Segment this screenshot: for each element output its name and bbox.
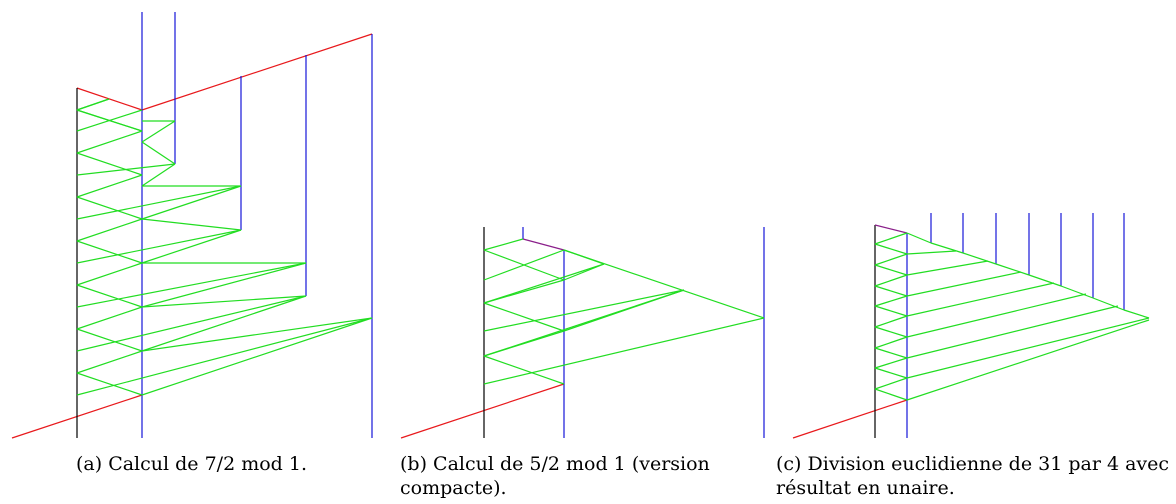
baseline-line <box>400 383 565 439</box>
signal-path <box>874 264 908 276</box>
signal-path <box>906 282 1055 317</box>
signal-path <box>76 109 143 132</box>
signal-path <box>1123 309 1150 319</box>
signal-path <box>906 317 1150 379</box>
signal-path <box>874 232 908 245</box>
signal-path <box>874 253 908 266</box>
signal-path <box>906 271 1022 297</box>
signal-path <box>995 263 1030 276</box>
diagram-canvas <box>11 12 1150 439</box>
signal-path <box>76 317 373 396</box>
signal-path <box>76 229 242 264</box>
signal-path <box>874 326 908 338</box>
signal-path <box>563 289 685 332</box>
diagram-a <box>11 12 373 439</box>
signal-path <box>141 295 307 308</box>
signal-path <box>141 163 176 187</box>
signal-path <box>906 319 1150 401</box>
signal-path <box>906 260 989 276</box>
signal-path <box>76 218 143 242</box>
top-line <box>76 87 143 111</box>
signal-path <box>563 263 605 281</box>
signal-path <box>141 262 307 308</box>
signal-path <box>906 250 957 255</box>
signal-path <box>1060 285 1094 299</box>
signal-path <box>141 218 242 231</box>
signal-path <box>76 350 143 374</box>
signal-path <box>76 174 143 198</box>
signal-path <box>76 295 307 352</box>
signal-path <box>874 347 908 359</box>
signal-path <box>906 232 932 244</box>
signal-path <box>483 249 565 281</box>
caption-c: (c) Division euclidienne de 31 par 4 ave… <box>776 453 1170 499</box>
signal-path <box>962 252 997 265</box>
signal-path <box>141 141 176 165</box>
signal-path <box>483 302 565 332</box>
signal-path <box>483 355 565 385</box>
signal-path <box>874 285 908 297</box>
signal-path <box>874 305 908 317</box>
signal-path <box>76 196 143 220</box>
caption-b: (b) Calcul de 5/2 mod 1 (version compact… <box>400 453 710 499</box>
signal-path <box>76 152 143 176</box>
signal-path <box>141 317 373 352</box>
signal-path <box>141 120 176 143</box>
signal-path <box>874 295 908 307</box>
signal-path <box>906 305 1119 359</box>
signal-path <box>906 293 1087 338</box>
top-line <box>141 33 373 111</box>
signal-path <box>1028 274 1062 287</box>
signal-path <box>874 367 908 379</box>
top-line <box>522 238 565 251</box>
signal-path <box>76 98 110 111</box>
signal-path <box>874 388 908 401</box>
signal-path <box>76 262 307 308</box>
signal-path <box>76 240 143 264</box>
signal-path <box>76 262 143 286</box>
signal-path <box>1092 297 1125 311</box>
caption-a: (a) Calcul de 7/2 mod 1. <box>76 453 307 475</box>
signal-path <box>141 295 307 352</box>
signal-path <box>76 185 242 220</box>
signal-path <box>930 242 964 254</box>
signal-path <box>563 249 765 319</box>
signal-path <box>874 274 908 287</box>
signal-path <box>483 263 605 304</box>
signal-path <box>483 289 685 332</box>
signal-path <box>76 306 143 330</box>
signal-path <box>483 238 524 251</box>
signal-path <box>874 357 908 369</box>
signal-path <box>141 229 242 264</box>
signal-path <box>76 372 143 396</box>
signal-path <box>874 377 908 390</box>
signal-path <box>76 328 143 352</box>
signal-path <box>874 315 908 328</box>
top-line <box>874 224 908 234</box>
signal-path <box>483 317 765 385</box>
signal-path <box>141 185 242 220</box>
signal-path <box>76 130 143 154</box>
signal-path <box>76 284 143 308</box>
signal-path <box>874 336 908 349</box>
signal-path <box>874 243 908 255</box>
diagram-c <box>792 213 1150 439</box>
signal-path <box>76 163 176 176</box>
diagram-b <box>400 227 765 439</box>
signal-path <box>141 317 373 396</box>
baseline-line <box>792 399 908 439</box>
